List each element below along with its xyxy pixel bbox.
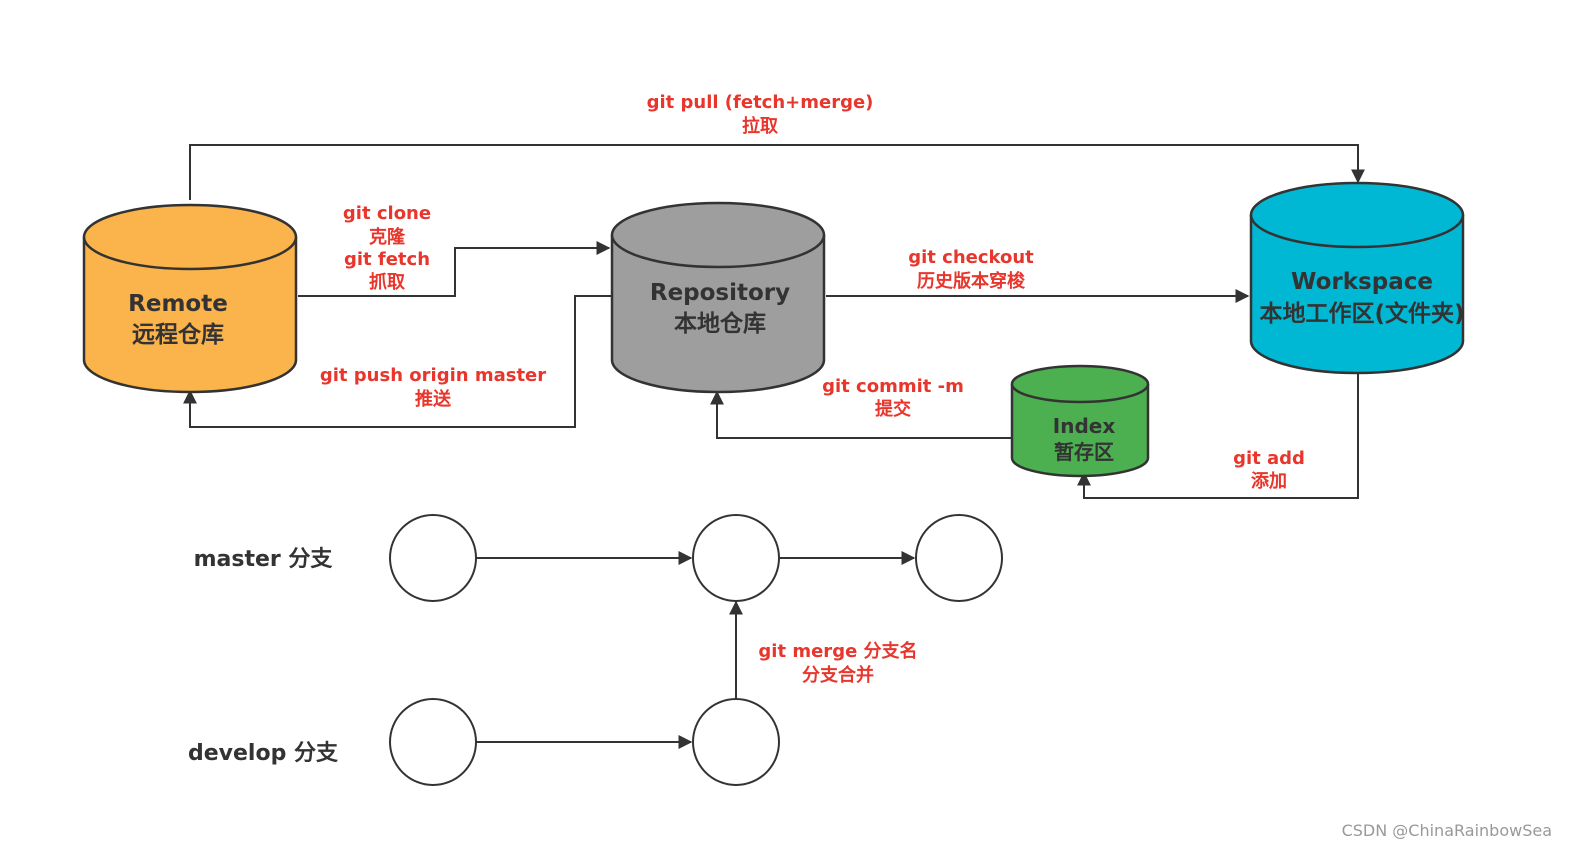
fetch-description: 抓取 xyxy=(369,271,406,293)
checkout-description: 历史版本穿梭 xyxy=(917,270,1026,292)
master-commit-node xyxy=(389,514,477,602)
develop-branch-label: develop 分支 xyxy=(188,741,339,766)
clone-fetch-arrow xyxy=(298,241,611,297)
pull-arrow xyxy=(189,144,1365,200)
commit-command: git commit -m xyxy=(822,376,964,397)
push-command: git push origin master xyxy=(320,365,546,386)
workspace-subtitle: 本地工作区(文件夹) xyxy=(1259,300,1464,327)
merge-command: git merge 分支名 xyxy=(758,640,917,662)
pull-command: git pull (fetch+merge) xyxy=(647,92,874,113)
repository-subtitle: 本地仓库 xyxy=(674,310,766,337)
push-description: 推送 xyxy=(415,388,452,410)
add-description: 添加 xyxy=(1251,470,1287,492)
push-arrow xyxy=(183,295,612,428)
commit-description: 提交 xyxy=(875,398,911,420)
add-command: git add xyxy=(1233,448,1305,469)
clone-description: 克隆 xyxy=(369,226,406,248)
remote-subtitle: 远程仓库 xyxy=(132,321,224,348)
add-arrow xyxy=(1077,372,1359,499)
develop-commit-node xyxy=(389,698,477,786)
master-commit-node xyxy=(692,514,780,602)
index-title: Index xyxy=(1053,414,1116,438)
commit-arrow xyxy=(710,390,1011,439)
checkout-command: git checkout xyxy=(908,247,1034,268)
watermark: CSDN @ChinaRainbowSea xyxy=(1342,821,1552,840)
remote-title: Remote xyxy=(128,291,228,317)
clone-command: git clone xyxy=(343,203,431,224)
index-store xyxy=(1010,364,1150,478)
repository-title: Repository xyxy=(650,280,790,306)
pull-description: 拉取 xyxy=(742,115,779,137)
develop-commit-node xyxy=(692,698,780,786)
fetch-command: git fetch xyxy=(344,249,430,270)
repository-store xyxy=(610,201,826,394)
index-subtitle: 暂存区 xyxy=(1054,440,1114,464)
merge-description: 分支合并 xyxy=(802,664,874,686)
remote-store xyxy=(82,203,298,394)
workspace-store xyxy=(1249,181,1465,375)
master-branch-label: master 分支 xyxy=(194,547,334,572)
workspace-title: Workspace xyxy=(1291,269,1433,295)
master-commit-node xyxy=(915,514,1003,602)
